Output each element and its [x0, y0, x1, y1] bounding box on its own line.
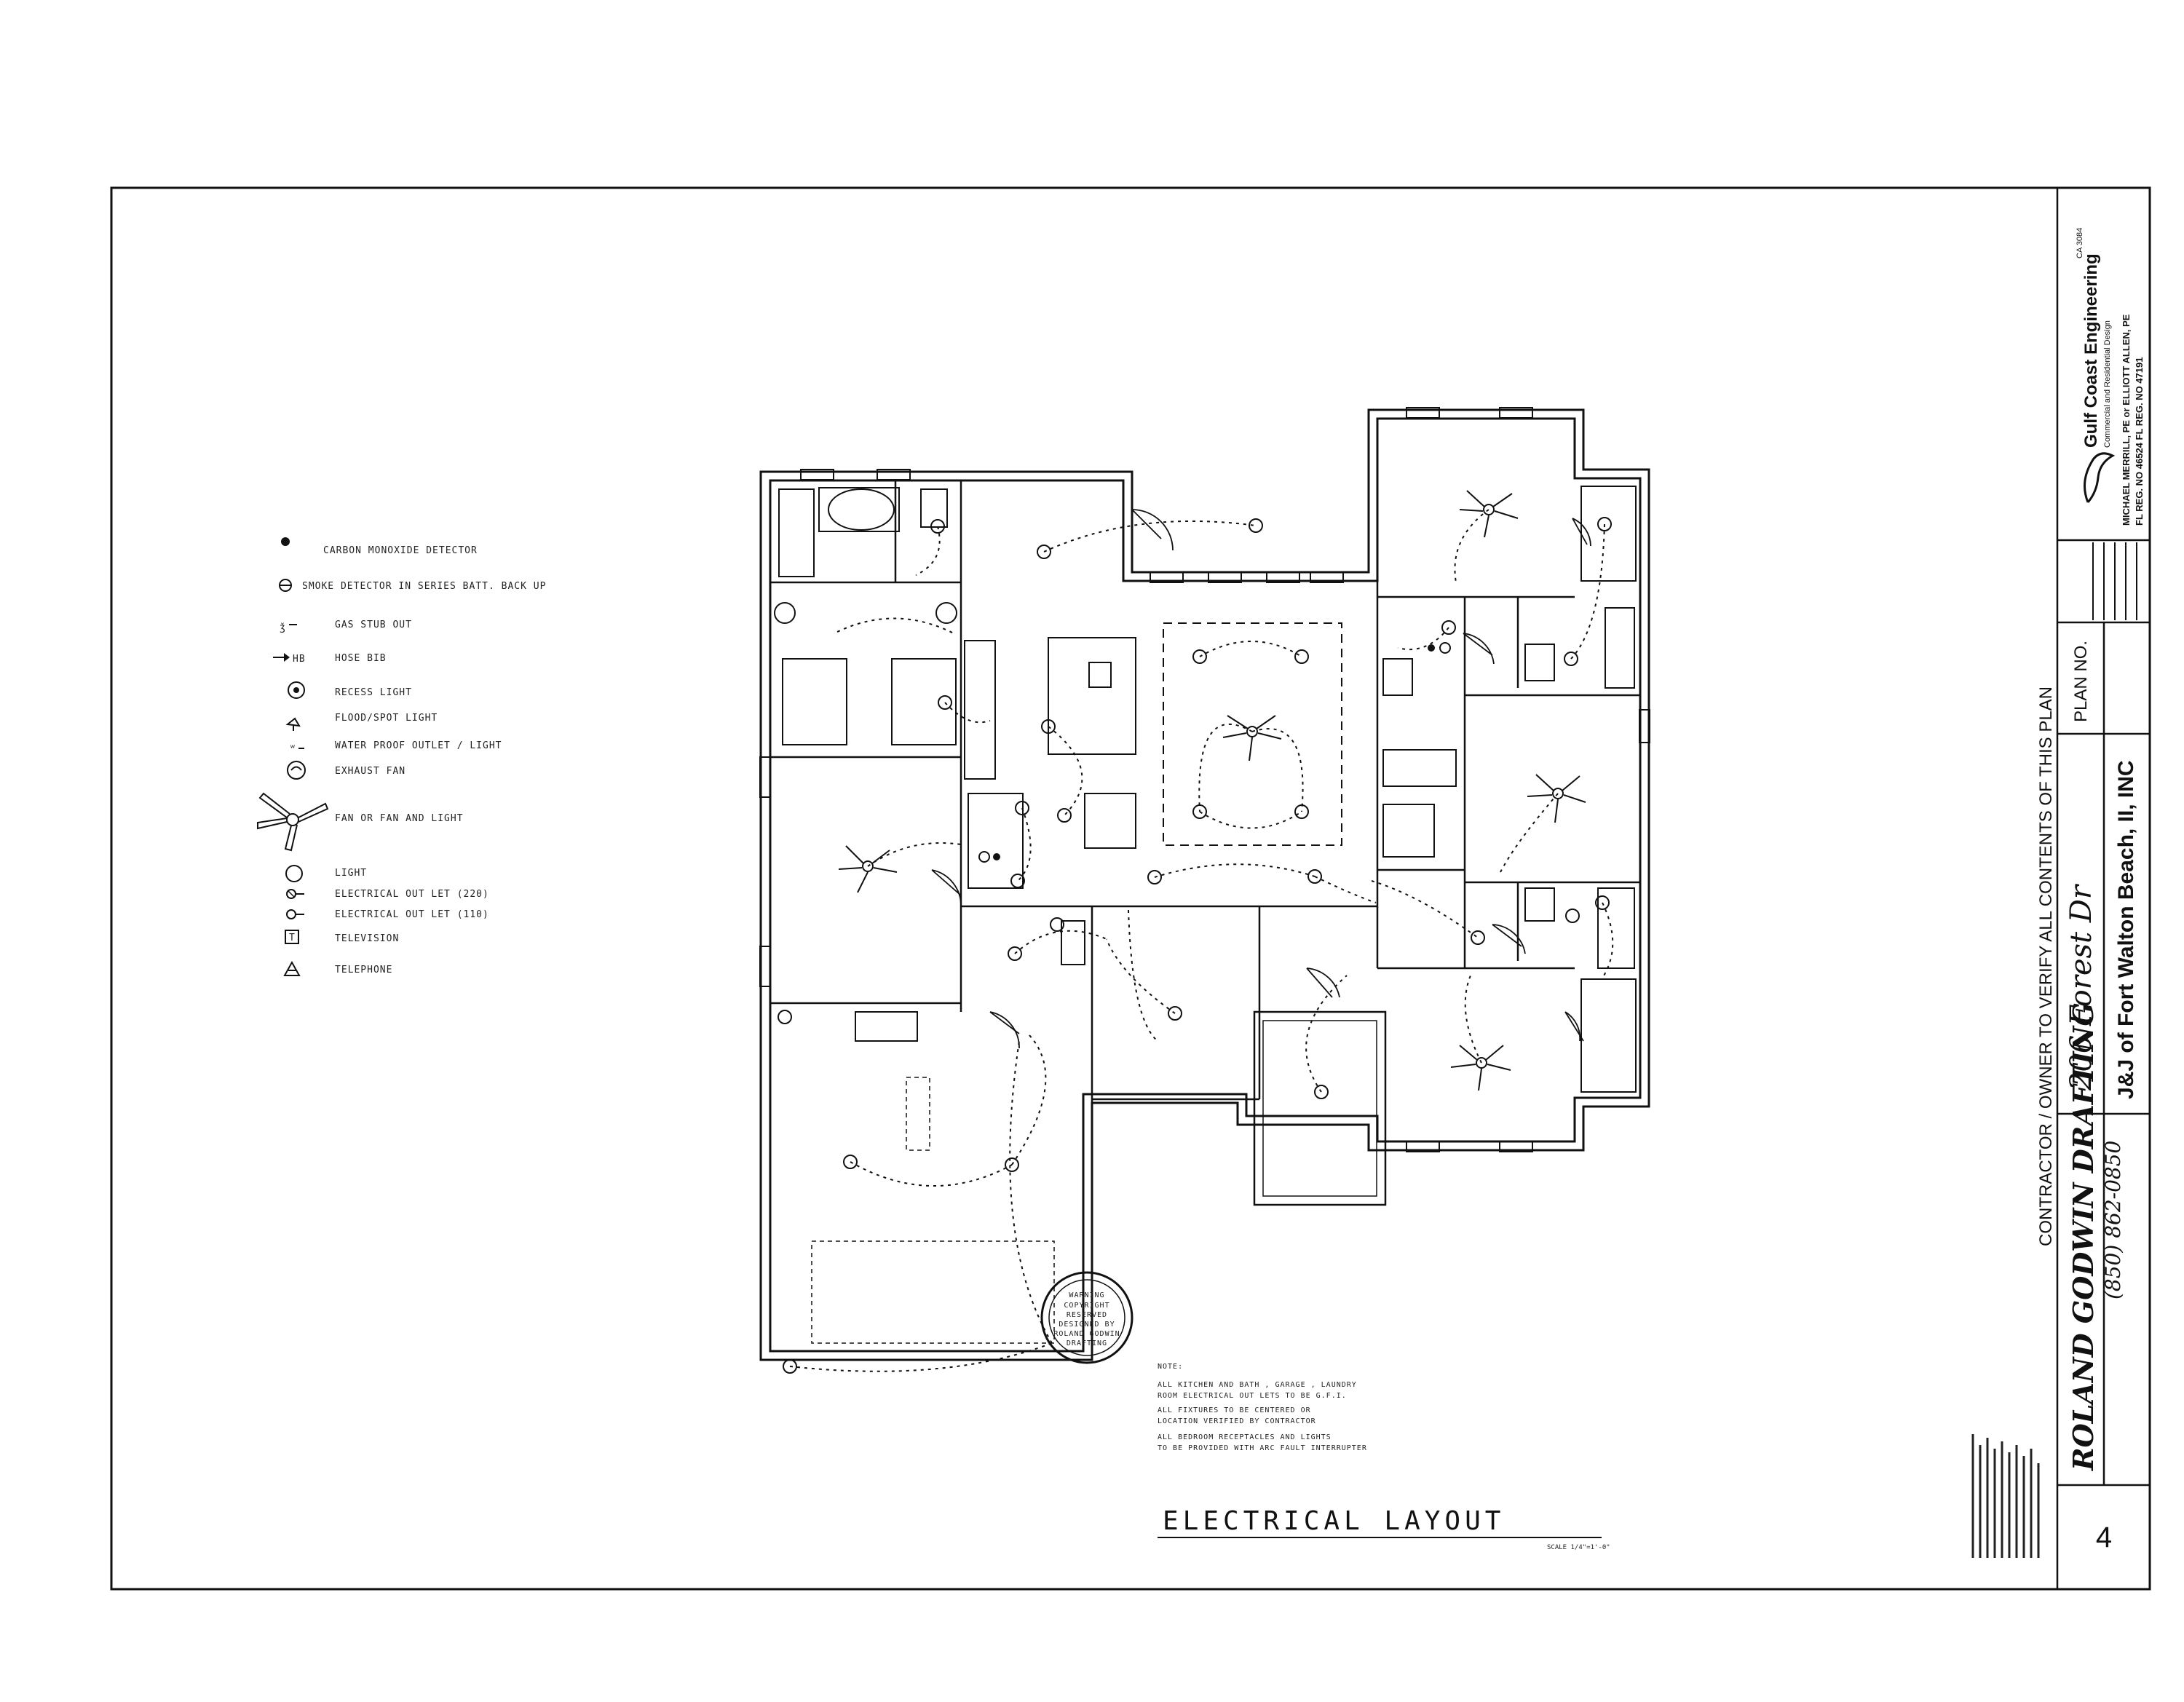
outlet-220-icon	[286, 889, 304, 899]
ceiling-fan-icon	[257, 792, 329, 852]
note-line: LOCATION VERIFIED BY CONTRACTOR	[1158, 1417, 1316, 1425]
light-fixtures	[778, 517, 1612, 1374]
door-swings	[931, 509, 1591, 1049]
fan-bed2	[1459, 490, 1519, 538]
stamp-line: WARNING	[1069, 1291, 1104, 1299]
circuit-runs	[789, 509, 1614, 1372]
exterior-walls	[759, 408, 1650, 1361]
firm-name: Gulf Coast Engineering	[2081, 253, 2101, 448]
legend-label: ELECTRICAL OUT LET (220)	[335, 889, 489, 900]
firm-tagline: Commercial and Residential Design	[2103, 320, 2112, 448]
legend-label: CARBON MONOXIDE DETECTOR	[323, 545, 478, 556]
garage-light-box	[906, 1077, 930, 1151]
drafter-name: ROLAND GODWIN DRAFTING	[2067, 1002, 2100, 1471]
firm-code: CA 3084	[2076, 228, 2084, 258]
stamp-line: COPYRIGHT	[1064, 1302, 1109, 1310]
legend: ǯ HB ʷ	[257, 537, 546, 976]
outlet-110-icon	[286, 909, 304, 919]
stamp-line: DRAFTING	[1067, 1339, 1107, 1347]
fan-bed4	[1450, 1045, 1511, 1091]
legend-label: GAS STUB OUT	[335, 620, 412, 630]
client-name: J&J of Fort Walton Beach, II, INC	[2114, 760, 2138, 1099]
detectors	[978, 642, 1451, 863]
sheet-border	[110, 186, 2151, 1591]
legend-label: TELEVISION	[335, 933, 399, 944]
television-icon: T	[285, 930, 299, 944]
note-line: ROOM ELECTRICAL OUT LETS TO BE G.F.I.	[1158, 1392, 1347, 1400]
fine-print-block	[1971, 1434, 2040, 1558]
stamp-line: ROLAND GODWIN	[1053, 1330, 1120, 1338]
svg-text:ǯ: ǯ	[280, 622, 286, 633]
legend-label: LIGHT	[335, 868, 367, 879]
notes: NOTE: ALL KITCHEN AND BATH , GARAGE , LA…	[1158, 1363, 1367, 1452]
hose-bib-icon: HB	[273, 653, 306, 665]
legend-label: TELEPHONE	[335, 965, 392, 975]
svg-text:ʷ: ʷ	[290, 743, 296, 754]
water-proof-outlet-icon: ʷ	[290, 743, 304, 754]
legend-label: RECESS LIGHT	[335, 687, 412, 698]
telephone-icon	[283, 960, 301, 976]
carbon-monoxide-icon	[281, 537, 290, 546]
light-icon	[285, 865, 303, 882]
svg-text:T: T	[289, 933, 296, 943]
recess-light-icon	[288, 681, 305, 699]
tray-ceiling	[1163, 622, 1342, 846]
smoke-detector-icon	[279, 579, 292, 592]
bath-fixtures	[774, 486, 1637, 1093]
firm-logo	[2084, 452, 2116, 503]
fan-bed3	[1527, 774, 1586, 823]
legend-label: FAN OR FAN AND LIGHT	[335, 813, 464, 824]
notes-heading: NOTE:	[1158, 1363, 1183, 1371]
stamp-line: DESIGNED BY	[1059, 1321, 1115, 1329]
exhaust-fan-icon	[287, 761, 306, 780]
legend-label: ELECTRICAL OUT LET (110)	[335, 909, 489, 920]
note-line: TO BE PROVIDED WITH ARC FAULT INTERRUPTE…	[1158, 1444, 1367, 1452]
engineers-line1: MICHAEL MERRILL, PE or ELLIOTT ALLEN, PE	[2121, 314, 2132, 526]
fan-living	[1222, 715, 1282, 761]
legend-label: SMOKE DETECTOR IN SERIES BATT. BACK UP	[302, 581, 546, 592]
stamp-line: RESERVED	[1067, 1311, 1107, 1319]
legend-label: HOSE BIB	[335, 653, 387, 664]
note-line: ALL FIXTURES TO BE CENTERED OR	[1158, 1406, 1311, 1414]
legend-label: EXHAUST FAN	[335, 766, 405, 777]
ceiling-fans	[838, 490, 1586, 1091]
fan-master	[838, 845, 898, 893]
kitchen-counters	[964, 637, 1136, 965]
engineers-line2: FL REG. NO 46524 FL REG. NO 47191	[2134, 357, 2145, 526]
drawing-title: ELECTRICAL LAYOUT SCALE 1/4"=1'-0"	[1158, 1506, 1610, 1551]
garage-door-outline	[811, 1240, 1055, 1344]
sheet-number: 4	[2096, 1521, 2112, 1553]
legend-label: FLOOD/SPOT LIGHT	[335, 713, 438, 724]
legend-label: WATER PROOF OUTLET / LIGHT	[335, 740, 502, 751]
windows	[759, 407, 1650, 1152]
svg-text:HB: HB	[293, 654, 306, 665]
contractor-note: CONTRACTOR / OWNER TO VERIFY ALL CONTENT…	[2036, 686, 2056, 1246]
front-porch	[1253, 1010, 1387, 1206]
project-address: 206 Forest Dr	[2065, 883, 2098, 1091]
interior-walls	[770, 480, 1640, 1103]
drawing-title-text: ELECTRICAL LAYOUT	[1163, 1506, 1505, 1536]
plan-no-label: PLAN NO.	[2071, 641, 2091, 722]
drafter-phone: (850) 862-0850	[2101, 1141, 2125, 1299]
flood-light-icon	[285, 717, 301, 731]
note-line: ALL BEDROOM RECEPTACLES AND LIGHTS	[1158, 1433, 1332, 1441]
floor-plan	[759, 407, 1650, 1361]
drawing-scale: SCALE 1/4"=1'-0"	[1547, 1544, 1610, 1551]
gas-stub-icon: ǯ	[280, 622, 297, 633]
copyright-stamp: WARNING COPYRIGHT RESERVED DESIGNED BY R…	[1040, 1271, 1133, 1364]
title-block: Gulf Coast Engineering Commercial and Re…	[2036, 188, 2150, 1589]
note-line: ALL KITCHEN AND BATH , GARAGE , LAUNDRY	[1158, 1381, 1357, 1389]
